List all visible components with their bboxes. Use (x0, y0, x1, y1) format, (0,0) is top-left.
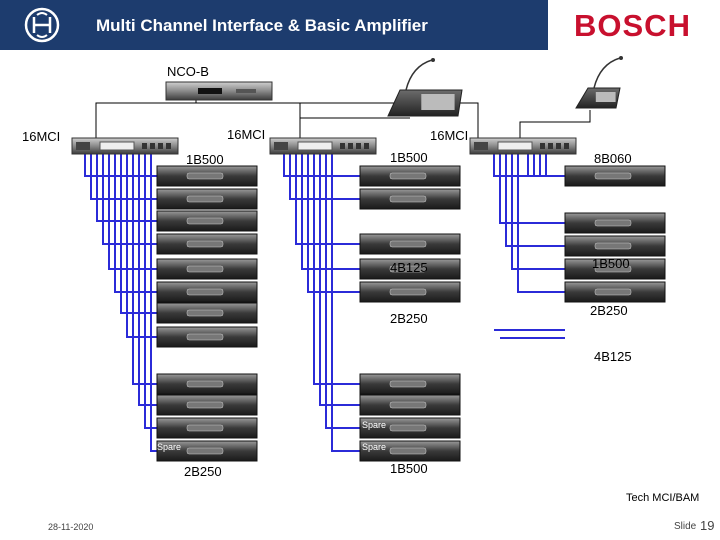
label-16mci-left: 16MCI (22, 129, 61, 144)
amp-col2-7 (359, 394, 461, 416)
amp-col2-3 (359, 233, 461, 255)
amp-col1-1 (156, 165, 258, 187)
footer-slide-number: 19 (700, 518, 715, 533)
footer-org: Tech MCI/BAM (626, 492, 700, 504)
label-16mci-2: 16MCI (430, 128, 469, 143)
label-1b500-d: 1B500 (390, 461, 428, 476)
amp-col2-4 (359, 258, 461, 280)
amp-col1-4 (156, 233, 258, 255)
brand-box (548, 0, 720, 50)
label-4b125-b: 4B125 (594, 349, 632, 364)
brand-logo: BOSCH (574, 8, 691, 43)
label-spare-1: Spare (362, 420, 387, 430)
amp-col1-8 (156, 326, 258, 348)
amp-col3-2 (564, 212, 666, 234)
label-1b500-c: 1B500 (592, 256, 630, 271)
bosch-emblem-panel (0, 0, 84, 50)
label-16mci-1: 16MCI (227, 127, 266, 142)
mci-unit-1 (269, 137, 377, 155)
amp-col1-3 (156, 210, 258, 232)
audio-wiring (84, 154, 565, 452)
amp-col2-9 (359, 440, 461, 462)
amp-col1-7 (156, 302, 258, 324)
mci-unit-left (71, 137, 179, 155)
amp-col1-10 (156, 394, 258, 416)
amp-col3-4 (564, 258, 666, 280)
label-1b500-a: 1B500 (186, 152, 224, 167)
network-lines (95, 99, 591, 138)
slide-header: Multi Channel Interface & Basic Amplifie… (0, 0, 720, 50)
label-2chs-line2: Spare (566, 336, 591, 346)
amp-col2-1 (359, 165, 461, 187)
amp-col3-5 (564, 281, 666, 303)
equipment (71, 56, 666, 462)
title-bar: Multi Channel Interface & Basic Amplifie… (84, 0, 548, 50)
amp-col2-6 (359, 373, 461, 395)
label-2b250-b: 2B250 (590, 303, 628, 318)
label-spare-3: Spare (362, 442, 387, 452)
amp-col1-5 (156, 258, 258, 280)
amp-col1-2 (156, 188, 258, 210)
amp-col1-12 (156, 440, 258, 462)
amp-col2-2 (359, 188, 461, 210)
label-8b060: 8B060 (594, 151, 632, 166)
amp-col3-1 (564, 165, 666, 187)
delegate-unit (575, 56, 623, 109)
nco-b-unit (165, 81, 273, 101)
amp-col1-9 (156, 373, 258, 395)
chairman-unit (387, 58, 463, 117)
amp-col1-6 (156, 281, 258, 303)
footer-date: 28-11-2020 (48, 522, 94, 532)
amp-col3-3 (564, 235, 666, 257)
label-2b250-a: 2B250 (390, 311, 428, 326)
label-1b500-b: 1B500 (390, 150, 428, 165)
label-nco-b: NCO-B (167, 64, 209, 79)
label-2chs-line1: 2 ch's (566, 324, 590, 334)
amp-col2-8 (359, 417, 461, 439)
footer-slide-label: Slide (674, 521, 697, 532)
label-spare-2: Spare (157, 442, 182, 452)
slide-title: Multi Channel Interface & Basic Amplifie… (96, 16, 428, 35)
label-2b250-c: 2B250 (184, 464, 222, 479)
mci-unit-2 (469, 137, 577, 155)
amp-col1-11 (156, 417, 258, 439)
label-4b125-a: 4B125 (390, 260, 428, 275)
amp-col2-5 (359, 281, 461, 303)
bosch-armature-icon (24, 7, 60, 43)
